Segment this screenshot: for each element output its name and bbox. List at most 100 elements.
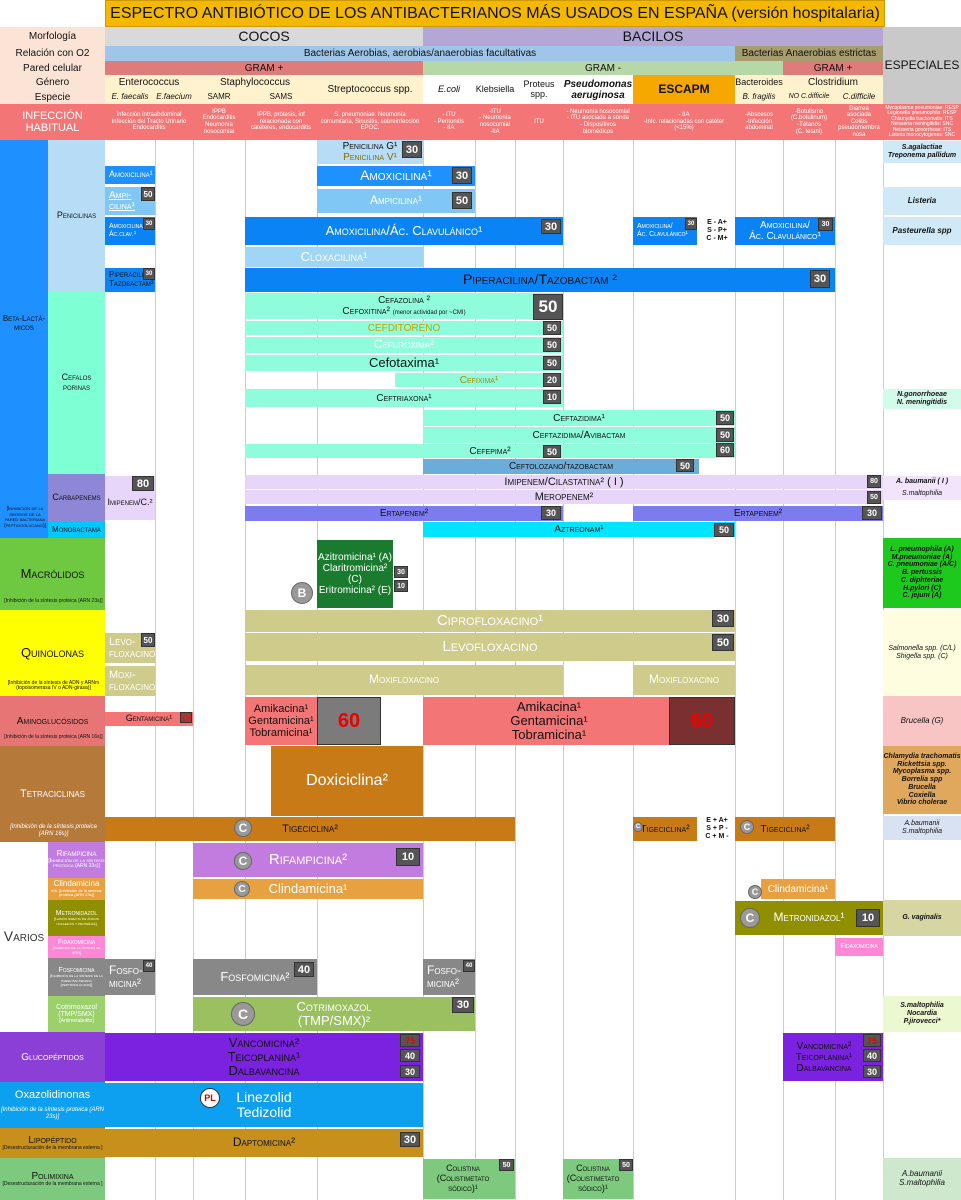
- drug-linezolid: Linezolid Tedizolid: [105, 1083, 423, 1127]
- badge-dose: 30: [818, 218, 833, 231]
- badge-dose: 30: [810, 270, 830, 288]
- family-fidaxomicina-mec: [Inhibición de la síntesis de ARN]: [52, 945, 101, 955]
- badge-dose: 50: [543, 338, 561, 352]
- badge-dose: 50: [619, 1159, 633, 1171]
- row-label-morfologia: Morfología: [0, 27, 105, 46]
- grid-line: [835, 140, 836, 1200]
- header-cocos: COCOS: [105, 27, 423, 46]
- infeccion-entero: Infección intraabdominal Infección del T…: [105, 104, 193, 140]
- header-especiales: ESPECIALES: [883, 27, 961, 104]
- drug-ciprofloxacino: Ciprofloxacino¹: [245, 610, 735, 632]
- family-oxazolidinonas-mec: [Inhibición de la síntesis proteica (ARN…: [0, 1107, 105, 1121]
- infeccion-ecoli: - ITU - Peritonitis - IIA: [423, 104, 475, 140]
- badge-dose: 50: [676, 459, 694, 472]
- c-circle-icon: C: [633, 822, 643, 832]
- badge-dose: 50: [141, 187, 155, 201]
- drug-aztreonam: Aztreonam¹: [423, 522, 735, 537]
- c-circle-icon: C: [234, 819, 252, 837]
- genero-entero: Enterococcus: [105, 75, 193, 90]
- drug-tigeciclina-2: Tigeciclina²: [633, 817, 697, 841]
- family-metronidazol-mec: [Lesión directa de ácidos nucleicos y pr…: [54, 916, 99, 926]
- header-gram-pos: GRAM +: [105, 61, 423, 75]
- infeccion-proteus: ITU: [515, 104, 563, 140]
- grid-line: [155, 140, 156, 1200]
- row-label-especie: Especie: [0, 90, 105, 104]
- family-rifampicina-label: Rifampicina: [56, 849, 97, 859]
- especie-bfragilis: B. fragilis: [735, 90, 783, 104]
- badge-dose: 50: [716, 411, 734, 425]
- genero-escapm: ESCAPM: [633, 75, 735, 104]
- family-polimixina-label: Polimixina: [31, 1170, 74, 1182]
- drug-clindamicina-2: Clindamicina¹: [761, 879, 835, 899]
- badge-dose: 60: [317, 697, 381, 745]
- badge-dose: 75: [400, 1034, 420, 1047]
- family-quinolonas: Quinolonas: [0, 610, 105, 696]
- drug-piptazo: Piperacilina/Tazobactam ²: [245, 268, 835, 292]
- family-macrolidos: Macrólidos: [0, 538, 105, 610]
- row-label-infeccion: INFECCIÓN HABITUAL: [0, 104, 105, 140]
- b-circle-icon: B: [291, 582, 313, 604]
- genero-strep: Streptococcus spp.: [317, 75, 423, 104]
- header-aerobias: Bacterias Aerobias, aerobias/anaerobias …: [105, 46, 735, 61]
- drug-imipenem: Imipenem/Cilastatina² ( I ): [245, 475, 883, 489]
- especie-samr: SAMR: [193, 90, 245, 104]
- family-lipopeptido: Lipopéptido [Desestructuración de la mem…: [0, 1128, 105, 1158]
- badge-dose: 30: [862, 506, 882, 520]
- family-metronidazol-label: Metronidazol: [55, 909, 98, 917]
- esp-carbapenem-2: S.maltophilia: [883, 488, 961, 500]
- especie-efaecalis: E. faecalis: [105, 90, 155, 104]
- drug-cloxacilina: Cloxacilina¹: [245, 247, 423, 267]
- c-circle-icon: C: [234, 852, 252, 870]
- drug-ampicilina: Ampicilina¹: [317, 189, 475, 213]
- badge-dose: 10: [396, 848, 420, 866]
- row-label-genero: Género: [0, 75, 105, 90]
- badge-dose: 50: [533, 294, 563, 320]
- family-oxazolidinonas: Oxazolidinonas [Inhibición de la síntesi…: [0, 1082, 105, 1128]
- esp-metronidazol: G. vaginalis: [883, 900, 961, 936]
- infeccion-strep: S. pneumoniae: Neumonía comunitaria, Sin…: [317, 104, 423, 140]
- row-label-relacion: Relación con O2: [0, 46, 105, 61]
- especie-cdiff: C.difficile: [835, 90, 883, 104]
- drug-moxifloxacino-entero: Moxi- floxacino: [105, 666, 155, 696]
- especie-nocdiff: NO C.difficile: [783, 90, 835, 104]
- drug-cefixima: Cefixima¹: [395, 373, 563, 387]
- esp-penicilina: S.agalactiae Treponema pallidum: [883, 141, 961, 163]
- row-label-pared: Pared celular: [0, 61, 105, 75]
- genero-klebsiella: Klebsiella: [475, 75, 515, 104]
- drug-meropenem: Meropenem²: [245, 490, 883, 504]
- badge-dose: 50: [867, 491, 881, 504]
- especie-sams: SAMS: [245, 90, 317, 104]
- drug-aminoglucosidos-grampos: Amikacina¹ Gentamicina¹ Tobramicina¹: [245, 697, 317, 745]
- badge-dose: 60: [669, 697, 735, 745]
- family-fosfomicina-mec: [Inhibición de la síntesis de la pared b…: [50, 973, 103, 988]
- family-cefalosporinas: Cefalos porinas: [48, 292, 105, 474]
- infeccion-samr: IPPB Endocarditis Neumonía nosocomial: [193, 104, 245, 140]
- drug-ceftolozano: Ceftolozano/tazobactam: [423, 459, 699, 474]
- infeccion-bacteroides: -Abscesos -Infección abdominal: [735, 104, 783, 140]
- genero-ecoli: E.coli: [423, 75, 475, 104]
- badge-dose: 30: [394, 566, 408, 578]
- family-quinolonas-mec: [Inhibición de la síntesis de ADN y ARNm…: [7, 679, 100, 691]
- esp-aminoglucosidos: Brucella (G): [883, 696, 961, 746]
- badge-dose: 10: [394, 580, 408, 592]
- drug-cefazolina: Cefazolina ²: [378, 295, 430, 306]
- badge-dose: 50: [716, 428, 734, 442]
- family-polimixina-mec: [Desestructuración de la membrana extern…: [2, 1180, 103, 1187]
- c-circle-icon: C: [740, 908, 760, 928]
- genero-pseudomonas: Pseudomonas aeruginosa: [563, 75, 633, 104]
- family-tetraciclinas-mec: [Inhibición de la síntesis proteica (ARN…: [10, 824, 97, 837]
- badge-dose: 30: [452, 997, 474, 1013]
- genero-clostridium: Clostridium: [783, 75, 883, 90]
- family-cotrimoxazol: Cotrimoxazol (TMP/SMX) [Antimetabolito]: [48, 996, 105, 1032]
- badge-dose: 40: [400, 1049, 420, 1062]
- badge-dose: 50: [714, 523, 734, 537]
- drug-ceftazidima: Ceftazidima¹: [423, 410, 735, 426]
- pl-badge-icon: PL: [200, 1088, 220, 1108]
- family-lipopeptido-mec: [Desestructuración de la membrana extern…: [2, 1144, 103, 1151]
- drug-moxifloxacino: Moxifloxacino: [245, 665, 563, 695]
- esp-cefalos: N.gonorrhoeae N. meningitidis: [883, 389, 961, 409]
- family-fidaxomicina-label: Fidaxomicina: [57, 938, 96, 946]
- badge-dose: 30: [143, 218, 155, 230]
- badge-dose: 30: [541, 506, 561, 520]
- drug-ertapenem-2: Ertapenem²: [633, 506, 883, 521]
